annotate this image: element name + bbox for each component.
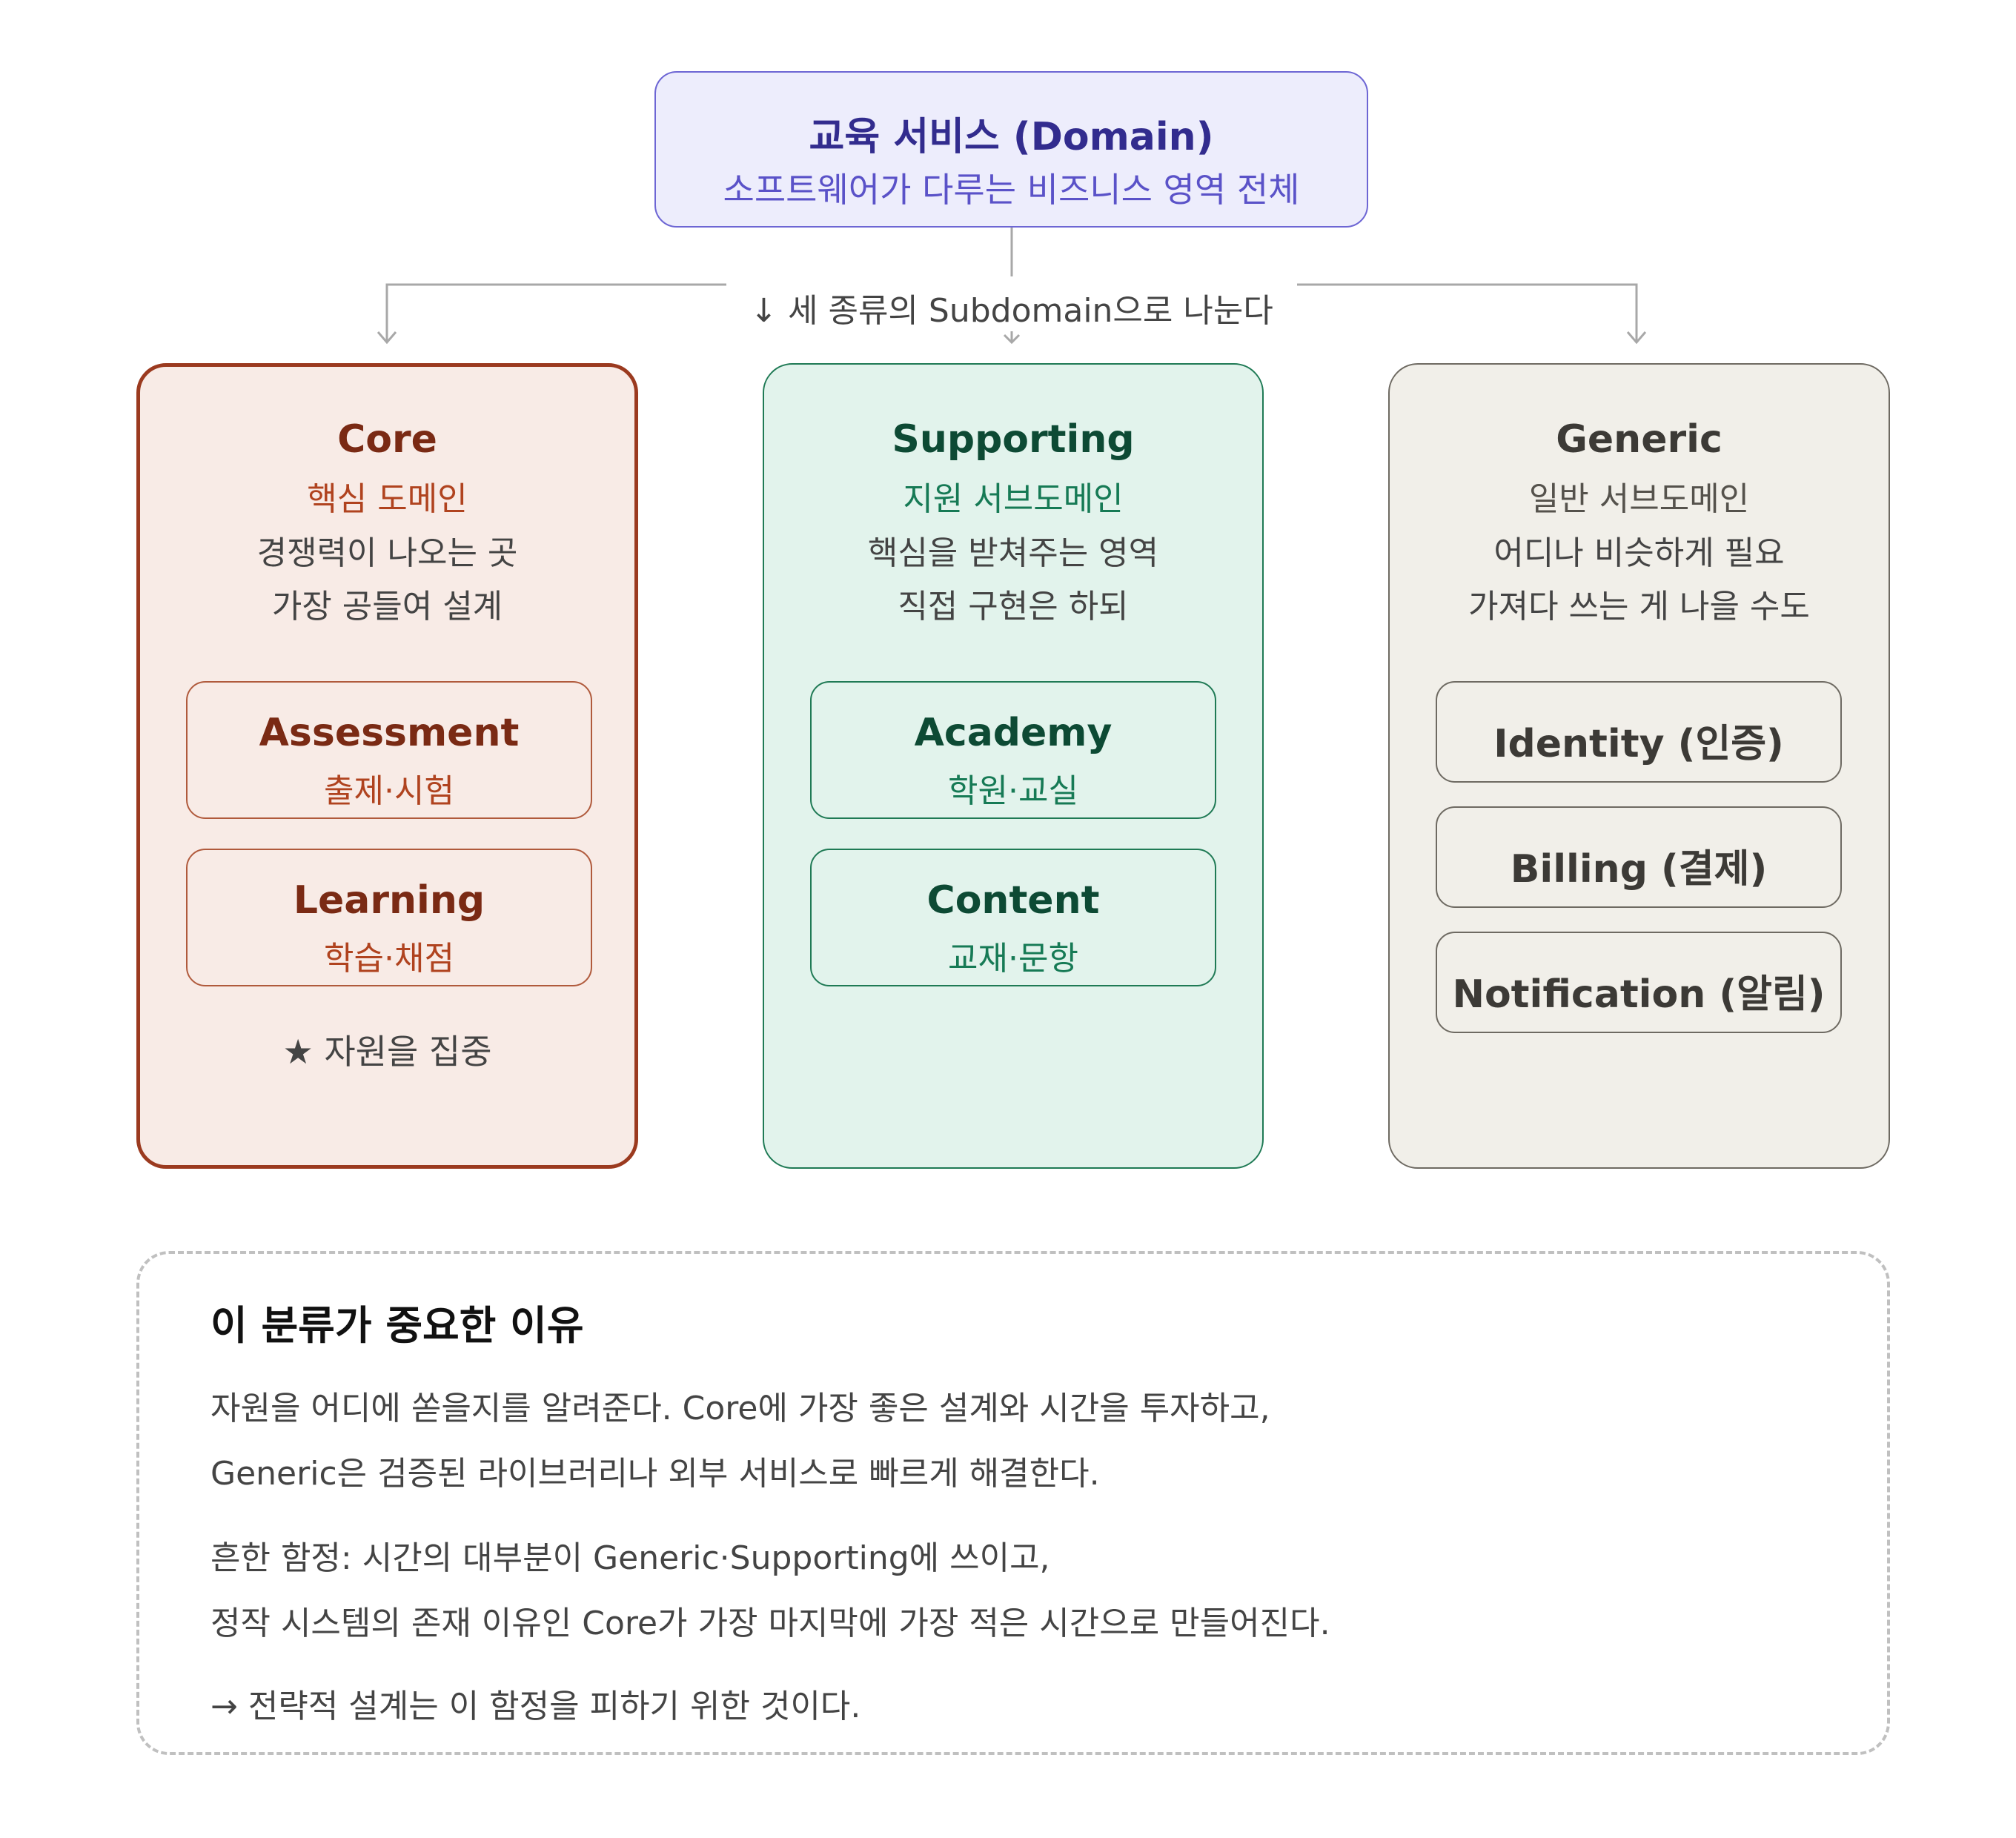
identity-title: Identity (인증): [1493, 722, 1784, 766]
why-line-3: 흔한 함정: 시간의 대부분이 Generic·Supporting에 쓰이고,: [210, 1539, 1050, 1577]
core-title: Core: [337, 417, 437, 462]
identity-box: Identity (인증): [1436, 681, 1842, 783]
why-conclusion-line: → 전략적 설계는 이 함정을 피하기 위한 것이다.: [210, 1688, 861, 1725]
domain-subtitle: 소프트웨어가 다루는 비즈니스 영역 전체: [723, 170, 1300, 210]
arrowhead-right: [1626, 331, 1647, 345]
generic-desc-line-1: 어디나 비슷하게 필요: [1493, 534, 1785, 572]
supporting-subdomain-column: Supporting 지원 서브도메인 핵심을 받쳐주는 영역 직접 구현은 하…: [763, 363, 1264, 1169]
core-resource-note: ★ 자원을 집중: [282, 1032, 492, 1072]
subdomain-split-label: ↓ 세 종류의 Subdomain으로 나눈다: [726, 284, 1297, 331]
content-title: Content: [926, 878, 1100, 923]
core-desc-line-1: 경쟁력이 나오는 곳: [256, 534, 518, 572]
connector-right-branch: [1297, 283, 1638, 341]
assessment-subtitle: 출제·시험: [324, 772, 454, 810]
billing-title: Billing (결제): [1510, 847, 1768, 892]
core-subdomain-column: Core 핵심 도메인 경쟁력이 나오는 곳 가장 공들여 설계 Assessm…: [136, 363, 638, 1169]
core-desc-line-2: 가장 공들여 설계: [271, 588, 503, 626]
why-line-2: Generic은 검증된 라이브러리나 외부 서비스로 빠르게 해결한다.: [210, 1455, 1100, 1493]
academy-box: Academy 학원·교실: [810, 681, 1216, 819]
assessment-title: Assessment: [259, 711, 520, 755]
learning-subtitle: 학습·채점: [324, 940, 454, 978]
content-box: Content 교재·문항: [810, 849, 1216, 986]
supporting-desc-line-1: 핵심을 받쳐주는 영역: [867, 534, 1159, 572]
notification-box: Notification (알림): [1436, 932, 1842, 1033]
generic-subtitle: 일반 서브도메인: [1528, 480, 1750, 518]
why-title: 이 분류가 중요한 이유: [210, 1302, 584, 1349]
academy-title: Academy: [914, 711, 1113, 755]
generic-subdomain-column: Generic 일반 서브도메인 어디나 비슷하게 필요 가져다 쓰는 게 나을…: [1388, 363, 1890, 1169]
arrowhead-left: [377, 331, 397, 345]
generic-title: Generic: [1556, 417, 1722, 462]
domain-title: 교육 서비스 (Domain): [809, 115, 1214, 159]
content-subtitle: 교재·문항: [948, 940, 1078, 978]
billing-box: Billing (결제): [1436, 806, 1842, 908]
assessment-box: Assessment 출제·시험: [186, 681, 592, 819]
supporting-subtitle: 지원 서브도메인: [903, 480, 1124, 518]
academy-subtitle: 학원·교실: [948, 772, 1078, 810]
notification-title: Notification (알림): [1452, 972, 1826, 1017]
supporting-title: Supporting: [892, 417, 1135, 462]
why-it-matters-panel: 이 분류가 중요한 이유 자원을 어디에 쏟을지를 알려준다. Core에 가장…: [136, 1251, 1890, 1755]
domain-box: 교육 서비스 (Domain) 소프트웨어가 다루는 비즈니스 영역 전체: [654, 71, 1368, 228]
learning-box: Learning 학습·채점: [186, 849, 592, 986]
supporting-desc-line-2: 직접 구현은 하되: [898, 588, 1129, 626]
core-subtitle: 핵심 도메인: [307, 480, 468, 518]
arrowhead-middle: [1003, 334, 1021, 345]
why-line-1: 자원을 어디에 쏟을지를 알려준다. Core에 가장 좋은 설계와 시간을 투…: [210, 1390, 1270, 1427]
why-line-4: 정작 시스템의 존재 이유인 Core가 가장 마지막에 가장 적은 시간으로 …: [210, 1605, 1330, 1642]
generic-desc-line-2: 가져다 쓰는 게 나을 수도: [1468, 588, 1810, 626]
learning-title: Learning: [293, 878, 485, 923]
connector-left-branch: [385, 283, 726, 341]
